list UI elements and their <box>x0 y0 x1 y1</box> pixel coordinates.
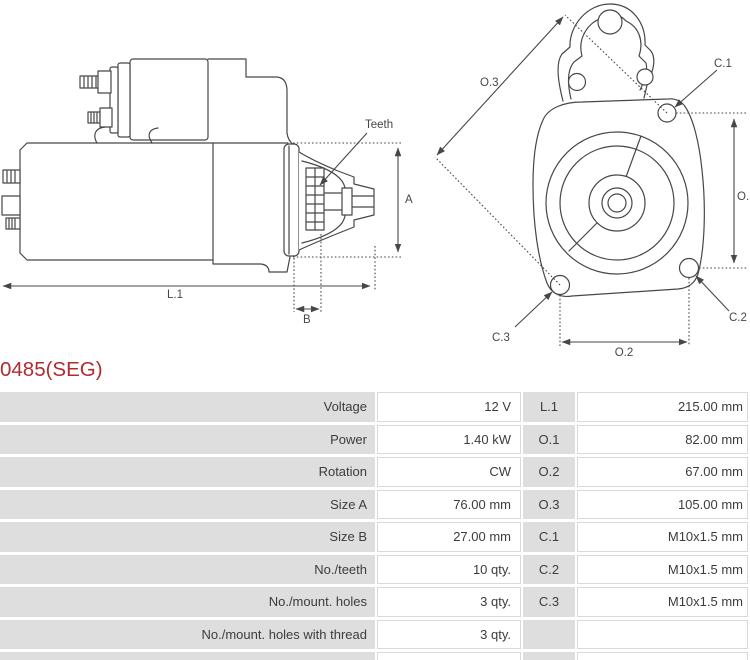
teeth-pointer <box>319 132 368 186</box>
dim-label-O1: O.1 <box>737 191 750 203</box>
spec-value: 12 V <box>377 392 521 422</box>
spec-value: 1.40 kW <box>377 424 521 454</box>
spec-label: Power <box>0 424 375 454</box>
spec-label: Size B <box>0 522 375 552</box>
dim-label-A: A <box>405 194 413 206</box>
mount-hole-c2 <box>678 257 700 279</box>
rear-housing <box>207 58 295 146</box>
part-number-title: 0485(SEG) <box>0 358 103 381</box>
bottom-bracket <box>212 256 291 273</box>
dim-value: 67.00 mm <box>577 457 748 487</box>
dim-value: M10x1.5 mm <box>577 587 748 617</box>
spec-value: 10 qty. <box>377 554 521 584</box>
spec-value: 3 qty. <box>377 619 521 649</box>
dim-value: 215.00 mm <box>577 392 748 422</box>
shaft-hole <box>607 193 627 213</box>
starter-side-view-drawing: Teeth A B L.1 <box>1 58 413 326</box>
dim-key <box>523 619 575 649</box>
dim-value <box>577 652 748 660</box>
dim-value: M10x1.5 mm <box>577 522 748 552</box>
spec-value: CW <box>377 457 521 487</box>
rear-terminals <box>1 169 21 230</box>
starter-front-view-drawing: O.3 C.1 O.1 C.2 C.3 O.2 <box>434 3 750 359</box>
spec-value <box>377 652 521 660</box>
front-view-dimensions <box>434 14 747 346</box>
spec-value: 27.00 mm <box>377 522 521 552</box>
left-side-hole <box>567 72 587 92</box>
dim-key <box>523 652 575 660</box>
dim-key: L.1 <box>523 392 575 422</box>
teeth-label: Teeth <box>365 119 393 131</box>
dim-value: 105.00 mm <box>577 489 748 519</box>
dim-label-C1: C.1 <box>714 58 732 70</box>
c1-pointer <box>674 69 718 108</box>
spec-label: No./teeth <box>0 554 375 584</box>
dim-value: 82.00 mm <box>577 424 748 454</box>
solenoid <box>79 58 209 144</box>
c3-pointer <box>514 291 553 328</box>
dim-label-O2: O.2 <box>615 347 634 359</box>
spec-label <box>0 652 375 660</box>
dim-line-O3 <box>436 16 564 156</box>
dim-label-O3: O.3 <box>480 77 499 89</box>
drive-end-flange <box>283 143 300 257</box>
motor-body <box>19 142 214 261</box>
flange-outline <box>532 3 705 298</box>
spec-label: Size A <box>0 489 375 519</box>
spec-label: Voltage <box>0 392 375 422</box>
spec-label: No./mount. holes with thread <box>0 619 375 649</box>
spec-value: 76.00 mm <box>377 489 521 519</box>
dim-key: O.2 <box>523 457 575 487</box>
dim-label-B: B <box>303 314 311 326</box>
side-view-dimensions <box>2 132 403 313</box>
spec-value: 3 qty. <box>377 587 521 617</box>
right-side-hole <box>636 68 654 86</box>
dim-label-C2: C.2 <box>729 312 747 324</box>
housing-circle-inner <box>559 145 675 261</box>
pinion-gear <box>305 167 375 231</box>
c2-pointer <box>695 275 730 312</box>
spec-label: Rotation <box>0 457 375 487</box>
dim-key: C.1 <box>523 522 575 552</box>
dim-key: O.3 <box>523 489 575 519</box>
dim-label-C3: C.3 <box>492 332 510 344</box>
top-hole <box>597 9 623 35</box>
dim-key: C.3 <box>523 587 575 617</box>
spokes <box>568 135 642 252</box>
housing-circle-outer <box>545 131 689 275</box>
motor-outline <box>1 58 375 273</box>
dim-value: M10x1.5 mm <box>577 554 748 584</box>
dim-label-L1: L.1 <box>167 289 183 301</box>
spec-label: No./mount. holes <box>0 587 375 617</box>
dim-key: O.1 <box>523 424 575 454</box>
dim-key: C.2 <box>523 554 575 584</box>
dim-value <box>577 619 748 649</box>
